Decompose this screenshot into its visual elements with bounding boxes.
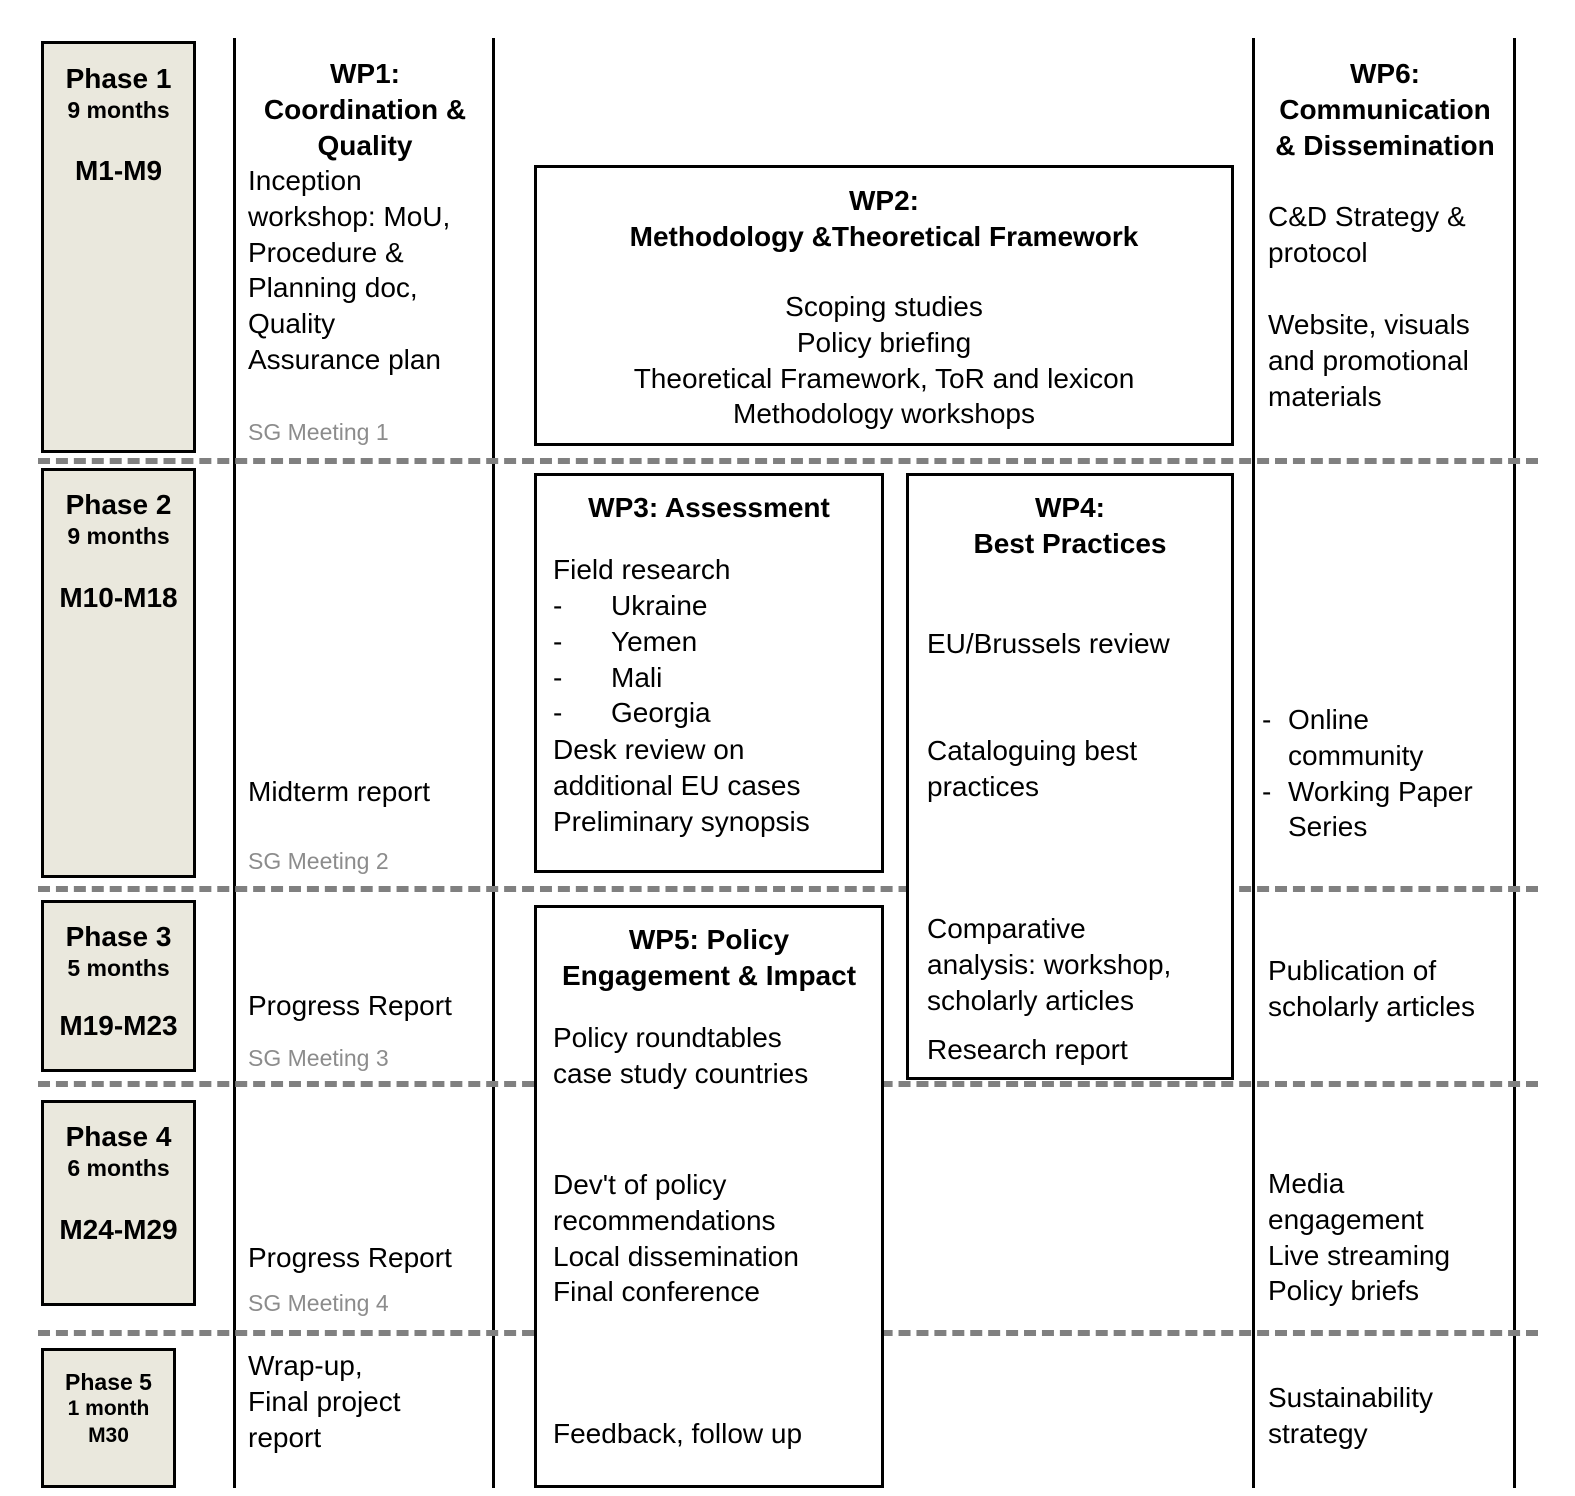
wp5-phase3-body: Policy roundtables case study countries xyxy=(553,1022,809,1089)
wp1-column-rail xyxy=(233,38,495,1488)
wp6-phase4-body: Media engagement Live streaming Policy b… xyxy=(1268,1168,1451,1307)
wp1-sg-meeting-4: SG Meeting 4 xyxy=(248,1290,389,1316)
phase-divider-1 xyxy=(38,458,1538,464)
wp3-country-1: Yemen xyxy=(611,625,698,657)
phase-1-months: M1-M9 xyxy=(74,155,163,186)
wp5-box: WP5: Policy Engagement & Impact Policy r… xyxy=(534,905,884,1488)
wp2-title: WP2: Methodology &Theoretical Framework xyxy=(629,185,1139,252)
wp1-sg-meeting-2: SG Meeting 2 xyxy=(248,848,389,874)
wp3-title: WP3: Assessment xyxy=(588,492,830,523)
wp1-phase2-body: Midterm report xyxy=(248,776,431,807)
wp1-title: WP1: Coordination & Quality xyxy=(263,58,467,161)
wp1-sg-meeting-1: SG Meeting 1 xyxy=(248,419,389,445)
phase-4-duration: 6 months xyxy=(67,1155,170,1181)
wp6-bullet-1: Working Paper Series xyxy=(1288,775,1473,843)
wp1-phase1-body: Inception workshop: MoU, Procedure & Pla… xyxy=(248,165,451,376)
wp2-box: WP2: Methodology &Theoretical Framework … xyxy=(534,165,1234,446)
phase-box-1: Phase 1 9 months M1-M9 xyxy=(41,41,196,453)
wp6-bullet-0: Online community xyxy=(1288,704,1424,771)
phase-box-4: Phase 4 6 months M24-M29 xyxy=(41,1100,196,1306)
phase-2-months: M10-M18 xyxy=(59,582,178,613)
list-item: - Yemen xyxy=(553,624,873,660)
list-item: - Mali xyxy=(553,660,873,696)
phase-2-duration: 9 months xyxy=(67,523,170,549)
wp6-phase1-body-1: C&D Strategy & protocol xyxy=(1268,201,1466,268)
wp4-phase3-body-2: Research report xyxy=(927,1034,1128,1065)
phase-box-3: Phase 3 5 months M19-M23 xyxy=(41,900,196,1072)
wp6-phase5-body: Sustainability strategy xyxy=(1268,1382,1433,1449)
wp3-country-0: Ukraine xyxy=(611,590,708,621)
list-item: - Online community xyxy=(1262,702,1516,774)
phase-3-name: Phase 3 xyxy=(65,921,172,952)
wp2-body: Scoping studies Policy briefing Theoreti… xyxy=(633,291,1135,430)
wp3-country-2: Mali xyxy=(611,661,663,693)
wp6-phase3-body: Publication of scholarly articles xyxy=(1268,955,1475,1022)
wp5-title: WP5: Policy Engagement & Impact xyxy=(561,924,857,991)
phase-3-duration: 5 months xyxy=(67,955,170,981)
wp6-title: WP6: Communication & Dissemination xyxy=(1275,58,1495,161)
bullet-dash-icon: - xyxy=(553,661,563,693)
wp3-country-3: Georgia xyxy=(611,697,711,729)
wp5-phase4-body: Dev't of policy recommendations Local di… xyxy=(553,1169,799,1308)
bullet-dash-icon: - xyxy=(553,625,563,657)
wp4-title: WP4: Best Practices xyxy=(973,492,1167,559)
phase-4-name: Phase 4 xyxy=(65,1121,172,1152)
wp1-phase4-body: Progress Report xyxy=(248,1242,452,1273)
wp1-phase3-body: Progress Report xyxy=(248,990,452,1021)
phase-1-name: Phase 1 xyxy=(65,63,172,94)
bullet-dash-icon: - xyxy=(553,697,563,729)
phase-3-months: M19-M23 xyxy=(59,1010,178,1041)
phase-divider-2 xyxy=(38,886,1538,892)
bullet-dash-icon: - xyxy=(1262,775,1272,807)
wp1-phase5-body: Wrap-up, Final project report xyxy=(248,1350,401,1453)
phase-2-name: Phase 2 xyxy=(65,489,172,520)
bullet-dash-icon: - xyxy=(553,590,563,621)
wp3-outro: Desk review on additional EU cases Preli… xyxy=(553,734,810,837)
wp4-body-2: Cataloguing best practices xyxy=(927,735,1138,802)
list-item: - Ukraine xyxy=(553,588,873,624)
wp1-sg-meeting-3: SG Meeting 3 xyxy=(248,1045,389,1071)
wp4-body-1: EU/Brussels review xyxy=(927,628,1170,659)
wp4-phase3-body: Comparative analysis: workshop, scholarl… xyxy=(927,913,1172,1016)
phase-5-months: M30 xyxy=(88,1424,129,1447)
wp5-phase5-body: Feedback, follow up xyxy=(553,1418,803,1449)
list-item: - Georgia xyxy=(553,695,873,731)
wp6-phase1-body-2: Website, visuals and promotional materia… xyxy=(1268,309,1470,412)
phase-4-months: M24-M29 xyxy=(59,1214,178,1245)
phase-box-2: Phase 2 9 months M10-M18 xyxy=(41,468,196,878)
wp3-box: WP3: Assessment Field research - Ukraine… xyxy=(534,473,884,873)
phase-1-duration: 9 months xyxy=(67,97,170,123)
phase-box-5: Phase 5 1 month M30 xyxy=(41,1348,176,1488)
wp3-country-list: - Ukraine - Yemen - Mali - Georgia xyxy=(553,588,873,731)
bullet-dash-icon: - xyxy=(1262,704,1272,735)
phase-5-name: Phase 5 xyxy=(65,1369,152,1395)
list-item: - Working Paper Series xyxy=(1262,774,1516,846)
wp6-column-rail xyxy=(1252,38,1516,1488)
wp3-intro: Field research xyxy=(553,554,731,585)
wp6-phase2-bullets: - Online community - Working Paper Serie… xyxy=(1262,702,1516,845)
phase-5-duration: 1 month xyxy=(67,1397,150,1420)
wp4-box: WP4: Best Practices EU/Brussels review C… xyxy=(906,473,1234,1080)
